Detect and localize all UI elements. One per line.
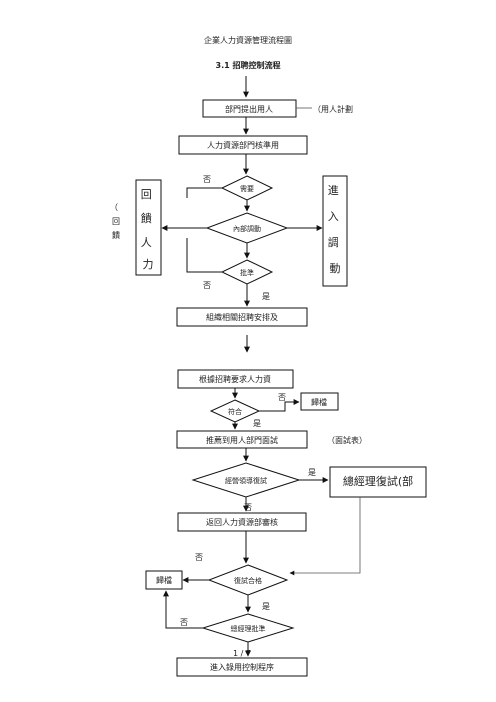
- feedback-side-note: （ 回 饋: [110, 203, 123, 240]
- transfer-char: 調: [328, 235, 339, 249]
- box-gm-retest: [329, 466, 427, 498]
- label-no-d3: 否: [203, 281, 211, 290]
- feedback-char: 回: [141, 188, 152, 201]
- box-gm-retest-label: 總經理復試(部: [343, 474, 413, 488]
- decision-internal-transfer-label: 內部調動: [233, 224, 261, 233]
- side-char: 回: [112, 217, 120, 226]
- box-hr-requirements-label: 根據招聘要求人力資: [199, 374, 271, 384]
- box-hr-approval-label: 人力資源部門核準用: [207, 140, 279, 150]
- box-hr-approval: [178, 135, 308, 155]
- box-archive-2-label: 歸檔: [156, 575, 172, 585]
- box-return-hr-review: [177, 512, 307, 532]
- box-archive-2: [145, 570, 183, 590]
- box-feedback-hr-label: 回 饋 人 力: [141, 188, 156, 271]
- decision-manager-retest-label: 經營領導復試: [225, 476, 267, 485]
- decision-retest-pass-label: 復試合格: [234, 576, 262, 585]
- decision-need-label: 需要: [240, 185, 254, 193]
- box-organize-recruitment: [176, 307, 308, 327]
- transfer-char: 進: [328, 184, 339, 197]
- decision-gm-approve-label: 總經理批準: [231, 624, 266, 633]
- label-no-d4: 否: [278, 393, 286, 402]
- box-enter-transfer: [322, 175, 348, 287]
- box-feedback-hr: [135, 179, 162, 276]
- label-no-d6: 否: [195, 553, 203, 562]
- box-recommend-interview: [176, 430, 308, 449]
- transfer-char: 動: [330, 261, 341, 275]
- feedback-char: 饋: [141, 211, 152, 225]
- label-yes-d3: 是: [262, 292, 270, 301]
- page-number: 1 / 7: [233, 649, 251, 658]
- document-header: 企業人力資源管理流程圖: [204, 35, 292, 45]
- box-enter-transfer-label: 進 入 調 動: [328, 184, 343, 275]
- box-archive-1-label: 歸檔: [311, 397, 327, 407]
- feedback-char: 力: [143, 258, 154, 271]
- feedback-char: 人: [141, 236, 152, 249]
- note-interview-form: （面試表）: [327, 435, 367, 445]
- decision-approve-label: 批準: [240, 268, 254, 277]
- box-enter-hiring-control: [176, 657, 308, 677]
- box-department-request: [202, 99, 297, 118]
- transfer-char: 入: [328, 210, 339, 223]
- flow-arrow-to-archive1: [259, 399, 300, 412]
- label-no-d7: 否: [180, 618, 188, 627]
- flow-arrow-d1-no: [186, 187, 222, 198]
- flow-arrow-d7-no: [163, 590, 203, 629]
- label-yes-d5: 是: [308, 468, 316, 477]
- flow-arrow-gm-to-d6: [289, 497, 361, 576]
- box-department-request-label: 部門提出用人: [225, 104, 273, 114]
- side-char: 饋: [112, 230, 120, 240]
- box-recommend-interview-label: 推薦到用人部門面試: [206, 435, 278, 445]
- label-no-d5: 否: [244, 503, 252, 512]
- box-return-hr-review-label: 返回人力資源部審核: [206, 517, 278, 527]
- decision-qualified-label: 符合: [228, 407, 242, 416]
- box-organize-recruitment-label: 組織相關招聘安排及: [206, 312, 278, 322]
- label-yes-d6: 是: [262, 602, 270, 611]
- note-staffing-plan: （用人計劃: [313, 104, 353, 114]
- section-title: 3.1 招聘控制流程: [216, 60, 281, 70]
- side-char: （: [110, 203, 118, 212]
- box-archive-1: [300, 392, 339, 411]
- label-no-d1: 否: [203, 175, 211, 184]
- box-enter-hiring-control-label: 進入錄用控制程序: [210, 662, 274, 672]
- label-yes-d4: 是: [253, 419, 261, 428]
- flow-arrow-d3-no: [186, 238, 222, 273]
